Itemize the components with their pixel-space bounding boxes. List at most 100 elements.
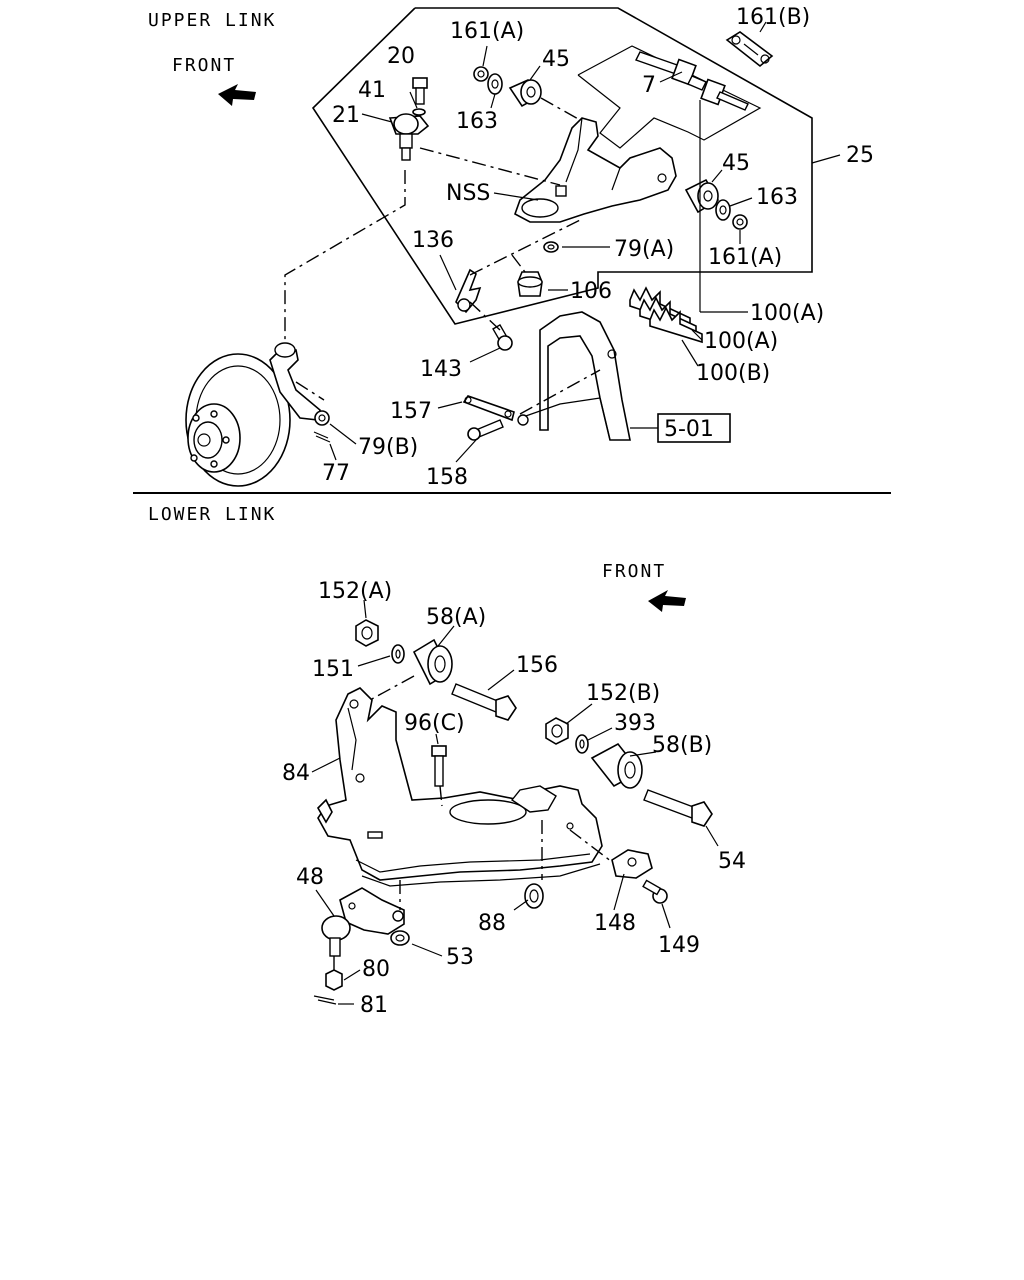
part-45-bushing-right (684, 178, 720, 214)
leader-151 (357, 655, 391, 667)
part-54-bolt (643, 789, 713, 827)
callout-48: 48 (296, 865, 324, 890)
axis-106 (511, 254, 526, 273)
callout-106: 106 (570, 279, 612, 304)
part-79b-nut (314, 410, 330, 426)
part-161a-nut-top (473, 66, 489, 82)
part-163-washer-right (715, 199, 731, 221)
leader-96c (435, 733, 439, 745)
callout-58b: 58(B) (652, 733, 712, 758)
part-96c-bolt (431, 745, 447, 787)
part-20-bolt (412, 77, 428, 105)
callout-45-right: 45 (722, 151, 750, 176)
callout-21: 21 (332, 103, 360, 128)
callout-161a-right: 161(A) (708, 245, 782, 270)
part-58b-bushing (590, 742, 643, 789)
callout-54: 54 (718, 849, 746, 874)
leader-163-top (490, 93, 496, 109)
callout-136: 136 (412, 228, 454, 253)
callout-163-top: 163 (456, 109, 498, 134)
callout-143: 143 (420, 357, 462, 382)
part-393-washer (575, 734, 589, 754)
leader-152a (363, 599, 367, 619)
callout-20: 20 (387, 44, 415, 69)
part-88-bumper (524, 883, 544, 909)
axis-58a-arm (369, 675, 415, 701)
leader-100b (681, 339, 699, 367)
part-45-bushing-top (508, 79, 542, 108)
leader-158 (455, 439, 477, 463)
leader-45-top (529, 65, 541, 81)
callout-156: 156 (516, 653, 558, 678)
axis-45-top (540, 97, 581, 121)
axis-157 (519, 369, 601, 415)
callout-88: 88 (478, 911, 506, 936)
axis-79b (295, 381, 325, 401)
callout-77: 77 (322, 461, 350, 486)
leader-156 (487, 669, 515, 691)
leader-84 (311, 757, 341, 773)
callout-7: 7 (642, 73, 656, 98)
callout-161a-top: 161(A) (450, 19, 524, 44)
callout-79b: 79(B) (358, 435, 418, 460)
callout-152a: 152(A) (318, 579, 392, 604)
leader-7 (659, 71, 683, 83)
leader-25 (811, 154, 841, 164)
part-21-ball-joint (388, 113, 430, 161)
callout-100b: 100(B) (696, 361, 770, 386)
part-148-bracket (611, 849, 653, 879)
section-title-upper-link: UPPER LINK (148, 10, 276, 31)
part-106-bumper (517, 271, 543, 297)
part-149-bolt (642, 879, 668, 904)
part-knuckle-rotor (185, 342, 321, 487)
front-label-upper: FRONT (172, 55, 236, 76)
callout-84: 84 (282, 761, 310, 786)
leader-41 (409, 91, 418, 109)
leader-nss (493, 192, 539, 201)
part-157-strap (462, 395, 515, 422)
leader-149 (661, 903, 671, 929)
part-158-bolt (467, 419, 504, 441)
leader-161b (759, 21, 767, 33)
leader-161a-top (482, 45, 488, 67)
part-81-cotter-pin (313, 995, 337, 1005)
front-arrow-icon (218, 84, 256, 106)
callout-163-right: 163 (756, 185, 798, 210)
callout-157: 157 (390, 399, 432, 424)
part-152a-nut (355, 619, 379, 647)
callout-158: 158 (426, 465, 468, 490)
callout-25: 25 (846, 143, 874, 168)
callout-41: 41 (358, 78, 386, 103)
axis-stud-knuckle (284, 170, 406, 345)
callout-393: 393 (614, 711, 656, 736)
callout-149: 149 (658, 933, 700, 958)
part-136-bracket (455, 268, 482, 314)
part-lower-control-arm (317, 687, 603, 887)
axis-136-arm (469, 219, 581, 276)
leader-152b (565, 703, 593, 725)
leader-77 (329, 443, 337, 461)
part-158-nut (517, 414, 529, 426)
leader-393 (587, 727, 613, 741)
leader-58b (629, 751, 657, 757)
leader-136 (439, 254, 457, 291)
part-100-shims (629, 286, 703, 344)
part-77-cotter-pin (313, 431, 331, 443)
part-161a-nut-right (732, 214, 748, 230)
assembly-25-boundary (311, 7, 813, 325)
leader-157 (437, 401, 463, 409)
leader-79b (329, 423, 357, 445)
part-upper-control-arm (514, 117, 677, 223)
callout-45-top: 45 (542, 47, 570, 72)
front-label-lower: FRONT (602, 561, 666, 582)
callout-148: 148 (594, 911, 636, 936)
leader-45-right (711, 169, 723, 183)
callout-81: 81 (360, 993, 388, 1018)
callout-152b: 152(B) (586, 681, 660, 706)
leader-54 (705, 825, 719, 847)
leader-58a (437, 625, 455, 647)
axis-148 (569, 829, 621, 869)
part-80-nut (325, 969, 343, 991)
part-151-washer (391, 644, 405, 664)
